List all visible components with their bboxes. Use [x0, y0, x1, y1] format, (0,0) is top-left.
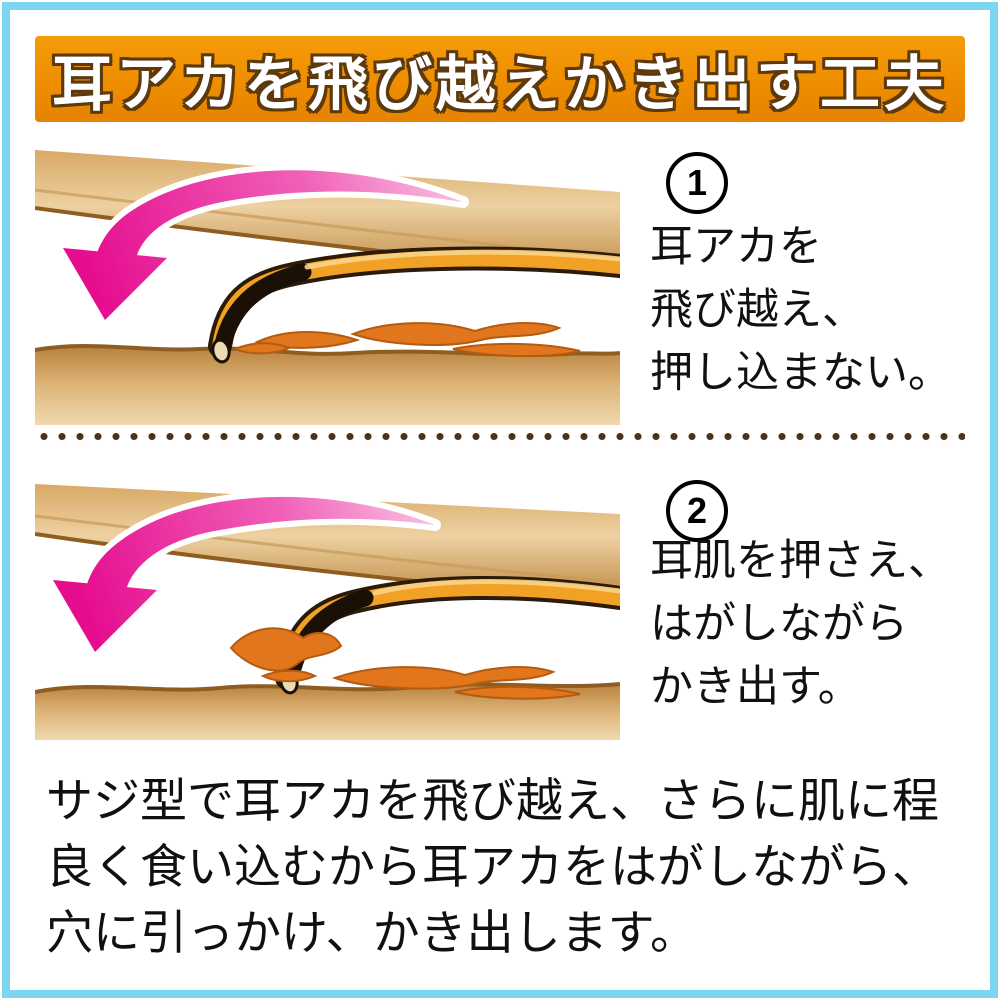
- ear-canal-diagram-1: [35, 150, 620, 425]
- sweep-arrow-icon: [47, 490, 441, 658]
- step-1-line-3: 押し込まない。: [650, 349, 951, 397]
- ear-pick-tool: [208, 246, 620, 364]
- ear-canal-diagram-2: [35, 484, 620, 740]
- earwax-curl-on-tip: [229, 627, 343, 683]
- ear-pick-tool: [275, 575, 620, 695]
- step-2-number-text: 2: [686, 490, 708, 531]
- page-title: 耳アカを飛び越えかき出す工夫: [52, 50, 948, 118]
- step-2-text: 耳肌を押さえ、 はがしながら かき出す。: [650, 530, 970, 719]
- footer-line-2: 良く食い込むから耳アカをはがしながら、: [46, 840, 939, 893]
- step-2-number: 2: [666, 480, 728, 542]
- step-1-line-2: 飛び越え、: [650, 286, 865, 334]
- footer-line-1: サジ型で耳アカを飛び越え、さらに肌に程: [46, 774, 939, 827]
- step-1-number: 1: [666, 152, 728, 214]
- title-banner: 耳アカを飛び越えかき出す工夫: [35, 36, 965, 122]
- footer-description: サジ型で耳アカを飛び越え、さらに肌に程 良く食い込むから耳アカをはがしながら、 …: [46, 768, 964, 966]
- ear-canal-lower-wall: [35, 682, 620, 740]
- footer-line-3: 穴に引っかけ、かき出します。: [46, 906, 697, 959]
- step-1-line-1: 耳アカを: [650, 223, 822, 271]
- sweep-arrow-icon: [57, 164, 469, 326]
- step-2-line-3: かき出す。: [650, 663, 861, 711]
- step-1-text: 耳アカを 飛び越え、 押し込まない。: [650, 216, 970, 405]
- earwax-flakes: [331, 666, 581, 700]
- ear-canal-lower-wall: [35, 343, 620, 425]
- step-2-line-2: はがしながら: [650, 600, 908, 648]
- illustration-step-1: [35, 150, 620, 425]
- earwax-flakes: [232, 322, 581, 358]
- dotted-divider: [35, 432, 965, 441]
- step-2-line-1: 耳肌を押さえ、: [650, 537, 951, 585]
- step-1-number-text: 1: [686, 162, 708, 203]
- illustration-step-2: [35, 470, 620, 740]
